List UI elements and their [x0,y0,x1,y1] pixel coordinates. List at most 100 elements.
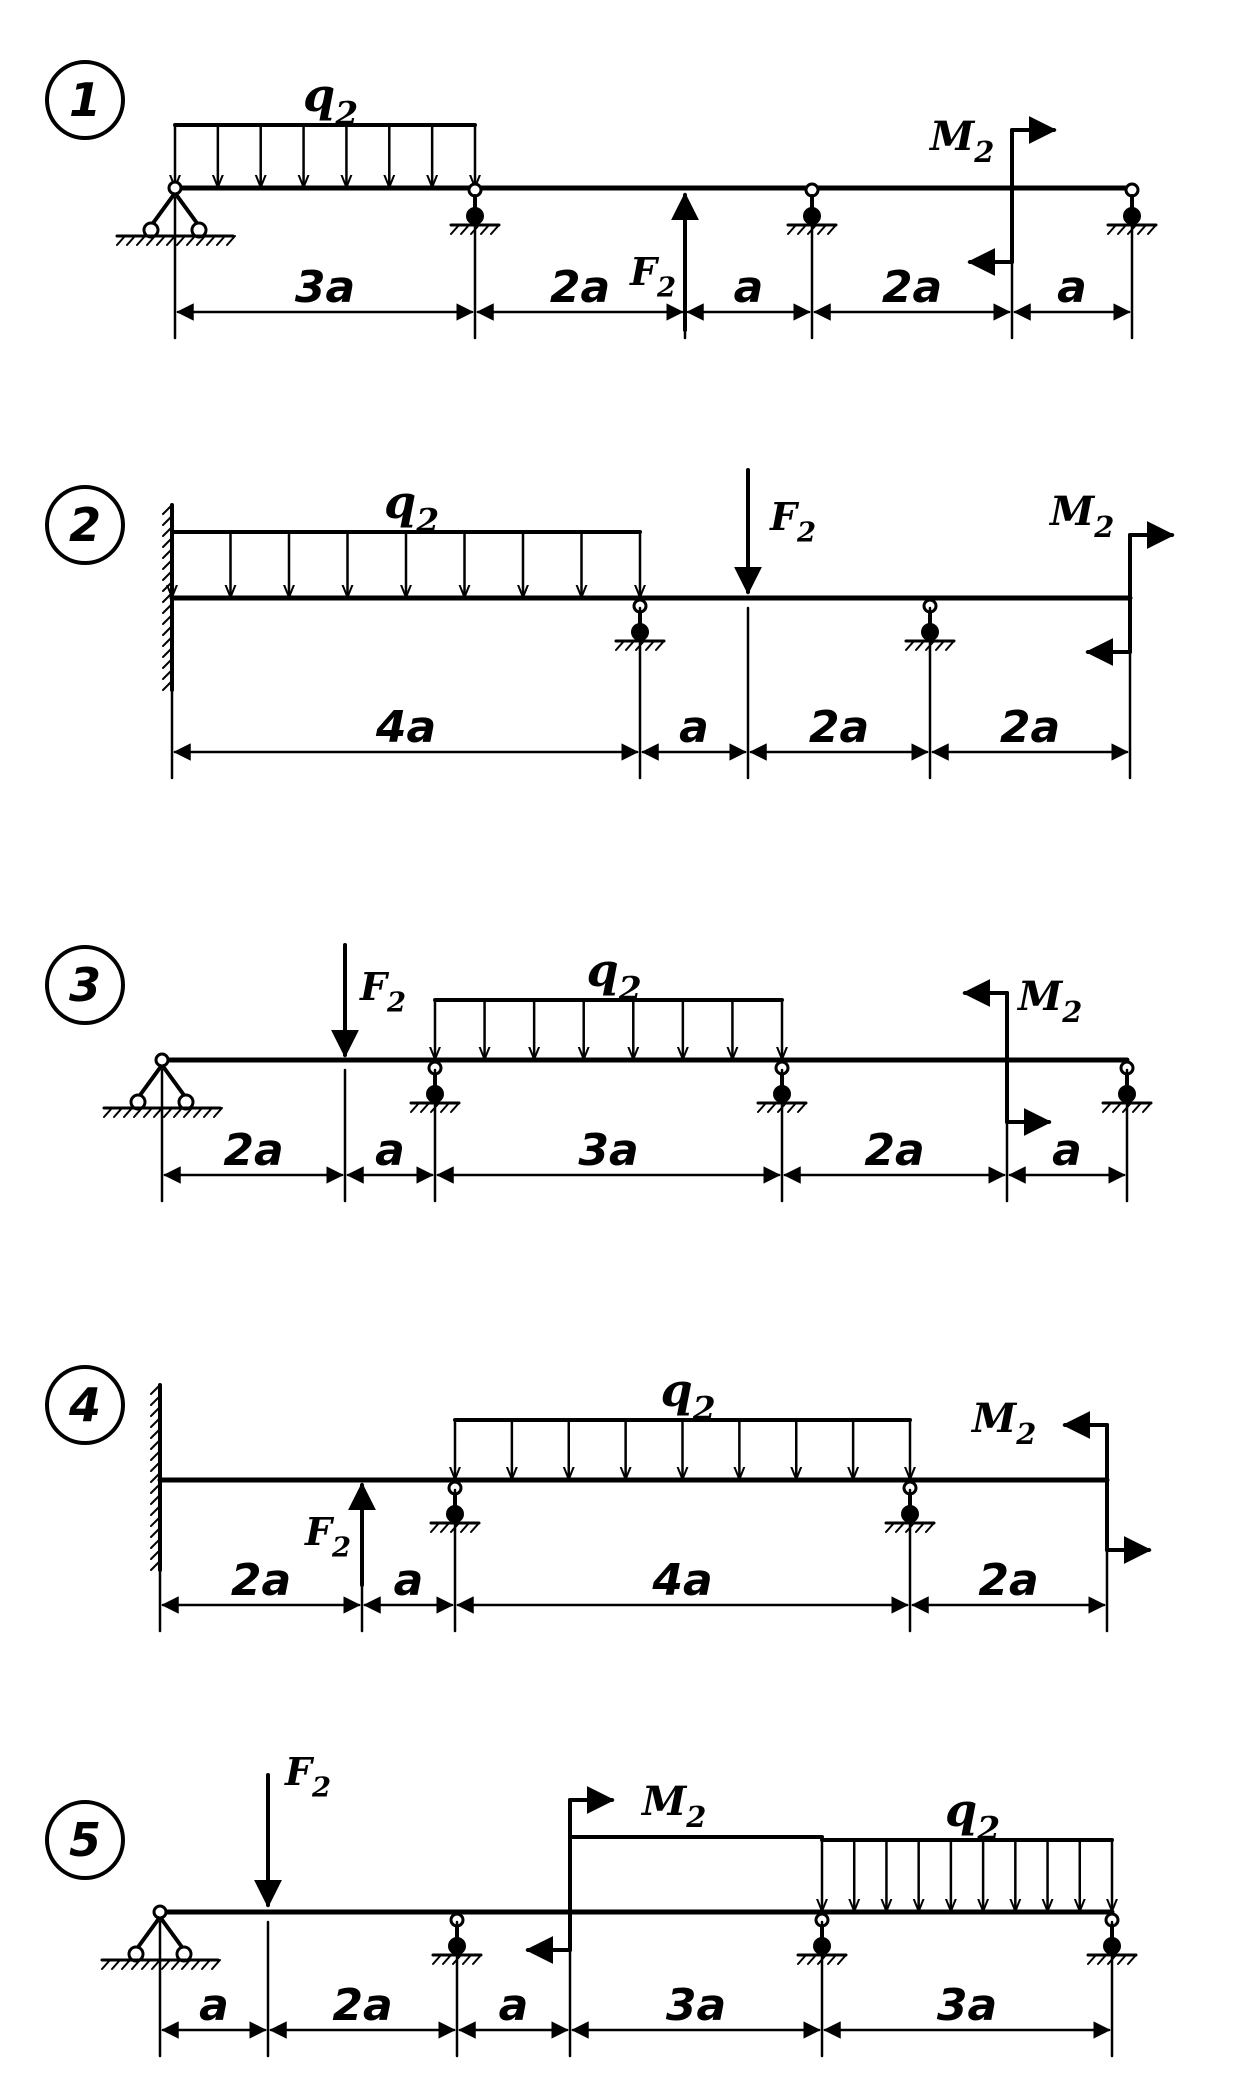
wall-hatch [150,1538,161,1549]
dimension-label: 4a [375,702,436,753]
ground-hatch [181,1959,191,1970]
pin-hinge [167,180,183,196]
badge-circle [45,60,125,140]
ground-hatch [655,640,665,651]
wall-hatch [150,1560,161,1571]
ground-hatch [490,224,500,235]
dimension-label: a [679,702,709,753]
ground-hatch [430,1522,440,1533]
load-q-label-letter: q [303,68,335,122]
moment-M-label-letter: M [1048,488,1096,535]
ground-hatch [625,640,635,651]
force-F-label: F2 [304,1509,351,1563]
load-q-label: q2 [945,1783,1000,1848]
distributed-load: q2 [172,475,640,598]
ground-hatch [450,1102,460,1113]
ground-hatch [615,640,625,651]
wall-hatch [150,1516,161,1527]
ground-hatch [131,1959,141,1970]
wall-hatch [150,1450,161,1461]
ground-hatch [191,1959,201,1970]
ground-hatch [1087,1954,1097,1965]
load-q-label-subscript: 2 [692,1389,716,1428]
dimension-label: 2a [1000,702,1060,753]
moment-M: M2 [962,973,1082,1136]
ground-hatch [146,235,156,246]
dimension-label: a [375,1125,405,1176]
ground-hatch [123,1107,133,1118]
ground-hatch [827,224,837,235]
force-F-label-subscript: 2 [311,1771,331,1803]
ground-hatch [895,1522,905,1533]
badge-circle [45,1365,125,1445]
badge-number: 2 [69,498,101,552]
ground-hatch [113,1107,123,1118]
ground-hatch [440,1522,450,1533]
load-q-label-subscript: 2 [334,94,358,133]
dimension-label: 2a [809,702,869,753]
ground-hatch [163,1107,173,1118]
wall-hatch [162,603,173,614]
dimension-label: 3a [295,262,355,313]
moment-M: M2 [970,1395,1152,1564]
dimension-label: 3a [578,1125,638,1176]
ground-hatch [183,1107,193,1118]
ground-hatch [213,1107,223,1118]
wall-hatch [162,614,173,625]
badge-number: 3 [69,958,101,1012]
pin-hinge [154,1052,170,1068]
pin-support [100,1904,221,1970]
badge-number: 5 [69,1813,101,1867]
ground-hatch [216,235,226,246]
wall-hatch [162,504,173,515]
load-q-label-subscript: 2 [976,1809,1000,1848]
moment-M-label: M2 [640,1778,706,1834]
ground-hatch [226,235,236,246]
ground-hatch [470,1522,480,1533]
ground-hatch [171,1959,181,1970]
ground-hatch [462,1954,472,1965]
load-q-label: q2 [587,943,642,1008]
ground-hatch [915,1522,925,1533]
ground-hatch [173,1107,183,1118]
force-F-label-letter: F [359,964,390,1009]
dimension-label: a [734,262,764,313]
dimension-label: 3a [937,1980,997,2031]
ground-hatch [196,235,206,246]
moment-M: M2 [928,113,1057,276]
load-q-label: q2 [303,68,358,133]
wall-hatch [150,1527,161,1538]
load-q-label-letter: q [661,1363,693,1417]
moment-M: M2 [1048,488,1175,666]
dimension-label: 2a [231,1555,291,1606]
ground-hatch [136,235,146,246]
ground-hatch [141,1959,151,1970]
wall-hatch [162,515,173,526]
ground-hatch [935,640,945,651]
wall-hatch [162,636,173,647]
moment-M-label: M2 [928,113,994,169]
dimension-label: a [394,1555,424,1606]
ground-hatch [1112,1102,1122,1113]
distributed-load: q2 [455,1363,910,1480]
ground-hatch [161,1959,171,1970]
load-q-label-letter: q [384,475,416,529]
moment-M-label: M2 [1016,973,1082,1029]
wall-hatch [150,1406,161,1417]
load-q-label-subscript: 2 [618,969,642,1008]
moment-M-label-subscript: 2 [973,135,994,169]
force-F-label-subscript: 2 [656,271,676,303]
ground-hatch [1127,1954,1137,1965]
dimension-label: a [1052,1125,1082,1176]
wall-hatch [150,1417,161,1428]
wall-hatch [162,658,173,669]
dimension-label: 2a [332,1980,392,2031]
